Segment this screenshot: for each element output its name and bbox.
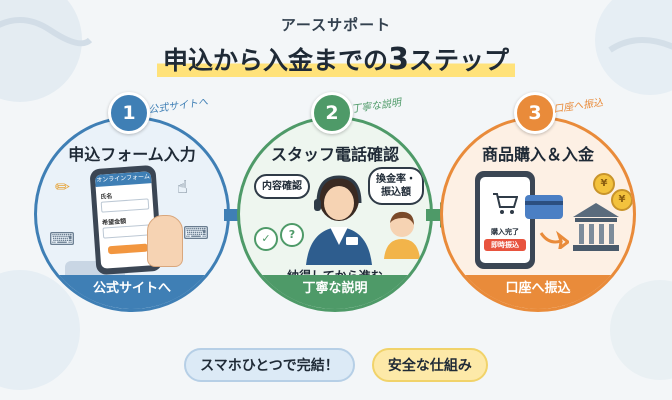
- step-1-circle: 申込フォーム入力 ✏ ⌨ ☝ ⌨ オンラインフォーム 氏名 希望金額 公式サイト…: [34, 116, 230, 312]
- coin-icon: ¥: [593, 173, 615, 195]
- instant-transfer-badge: 即時振込: [484, 239, 526, 251]
- step-1-badge: 1: [108, 92, 150, 134]
- question-icon: ?: [280, 223, 304, 247]
- bank-icon: [573, 203, 619, 251]
- form-submit-button: [107, 243, 149, 255]
- cart-icon: [493, 193, 518, 214]
- step-2-band: 丁寧な説明: [240, 275, 430, 309]
- operator-illustration: [306, 175, 372, 265]
- form-field-name: [100, 198, 150, 213]
- hand-illustration: [147, 215, 183, 267]
- feature-pill-smartphone: スマホひとつで完結！: [184, 348, 355, 382]
- step-3-circle: 商品購入＆入金 購入完了 即時振込 ¥ ¥ 口座へ振込: [440, 116, 636, 312]
- feature-pill-safe: 安全な仕組み: [371, 348, 488, 382]
- customer-illustration: [384, 211, 420, 259]
- speech-bubble-confirm: 内容確認: [254, 174, 310, 199]
- feature-pills: スマホひとつで完結！ 安全な仕組み: [0, 348, 672, 382]
- step-3-title: 商品購入＆入金: [481, 145, 594, 164]
- phone-screen-3: 購入完了 即時振込: [480, 177, 530, 263]
- speech-bubble-rate: 換金率・振込額: [368, 167, 424, 205]
- credit-card-icon: [525, 195, 563, 219]
- keyboard-icon: ⌨: [49, 229, 75, 250]
- bubble-rate-line1: 換金率・: [376, 174, 416, 185]
- title-prefix: 申込から入金までの: [163, 46, 389, 75]
- step-2-badge: 2: [311, 92, 353, 134]
- arrow-curve-icon: [539, 230, 569, 249]
- bubble-rate-line2: 振込額: [381, 187, 411, 198]
- phone-illustration-3: 購入完了 即時振込: [475, 171, 535, 269]
- form-header: オンラインフォーム: [94, 171, 152, 188]
- pointer-icon: ☝: [177, 177, 188, 198]
- step-2-circle: スタッフ電話確認 内容確認 換金率・振込額 ✓ ? 納得してから進む 丁寧な説明: [237, 116, 433, 312]
- coin-icon-2: ¥: [611, 189, 633, 211]
- title-number: 3: [388, 42, 409, 77]
- page-title: 申込から入金までの3ステップ: [157, 41, 515, 77]
- step-3-band: 口座へ振込: [443, 275, 633, 309]
- brand-name: アースサポート: [280, 16, 392, 34]
- title-suffix: ステップ: [408, 46, 509, 75]
- step-1-band: 公式サイトへ: [37, 275, 227, 309]
- pencil-icon: ✏: [55, 177, 71, 198]
- header: アースサポート 申込から入金までの3ステップ: [0, 14, 672, 77]
- check-icon: ✓: [254, 227, 278, 251]
- form-field-amount: [102, 224, 152, 239]
- keyboard-icon-right: ⌨: [183, 223, 209, 244]
- step-3-badge: 3: [514, 92, 556, 134]
- purchase-done-text: 購入完了: [491, 228, 519, 236]
- step-1-title: 申込フォーム入力: [68, 145, 196, 164]
- step-2-title: スタッフ電話確認: [270, 145, 399, 164]
